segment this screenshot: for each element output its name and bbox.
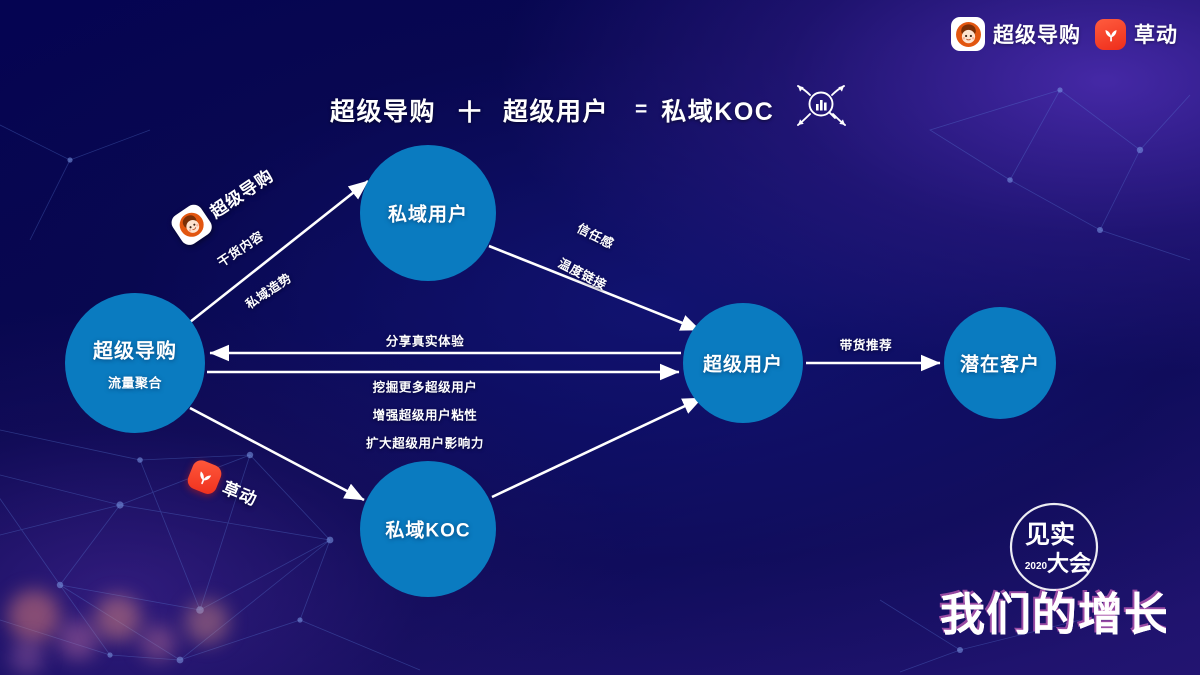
headline-result: 私域KOC xyxy=(661,97,775,126)
svg-text:大会: 大会 xyxy=(1047,551,1091,576)
chip-caodong: 草动 xyxy=(185,457,263,513)
brand-label-guidao: 超级导购 xyxy=(993,24,1081,47)
event-branding: 见实 2020 大会 我们的增长 我们的增长 我们的增长 xyxy=(936,499,1172,649)
logo-bar: 超级导购 草动 xyxy=(951,17,1178,51)
svg-text:我们的增长: 我们的增长 xyxy=(940,589,1166,640)
chip-guidao: 超级导购 xyxy=(168,158,280,249)
headline-term2: 超级用户 xyxy=(503,97,610,126)
svg-text:我们的增长: 我们的增长 xyxy=(940,589,1166,640)
node-potential-customer[interactable] xyxy=(944,307,1056,419)
event-badge: 见实 2020 大会 xyxy=(1006,499,1102,600)
brand-label-caodong: 草动 xyxy=(1134,24,1178,47)
edge-label-goods-recommendation: 带货推荐 xyxy=(839,338,893,353)
magnifier-chart-icon xyxy=(790,78,852,141)
edge-label-dig-more-super-users: 挖掘更多超级用户 xyxy=(372,380,478,395)
event-badge-line1: 见实 xyxy=(1025,520,1075,549)
edge-label-strengthen-stickiness: 增强超级用户粘性 xyxy=(372,408,478,423)
headline-equals-operator: = xyxy=(635,97,648,121)
headline-term1: 超级导购 xyxy=(330,97,437,126)
node-private-user[interactable] xyxy=(360,145,496,281)
headline-plus-operator: 十 xyxy=(458,98,482,125)
node-super-user[interactable] xyxy=(683,303,803,423)
caodong-sprout-icon xyxy=(1095,18,1126,50)
guidao-avatar-icon xyxy=(168,201,216,249)
node-private-koc[interactable] xyxy=(360,461,496,597)
headline: 超级导购 十 超级用户 = 私域KOC xyxy=(330,78,852,141)
event-slogan: 我们的增长 我们的增长 我们的增长 xyxy=(936,582,1169,649)
brand-guidao[interactable]: 超级导购 xyxy=(951,17,1081,51)
node-super-guide[interactable] xyxy=(65,293,205,433)
caodong-sprout-icon xyxy=(185,457,225,497)
edge-label-share-real-experience: 分享真实体验 xyxy=(385,334,465,349)
brand-caodong[interactable]: 草动 xyxy=(1095,18,1178,50)
guidao-avatar-icon xyxy=(951,17,985,51)
svg-text:我们的增长: 我们的增长 xyxy=(938,587,1166,638)
edge-label-expand-influence: 扩大超级用户影响力 xyxy=(366,436,484,451)
svg-text:2020: 2020 xyxy=(1025,561,1048,572)
